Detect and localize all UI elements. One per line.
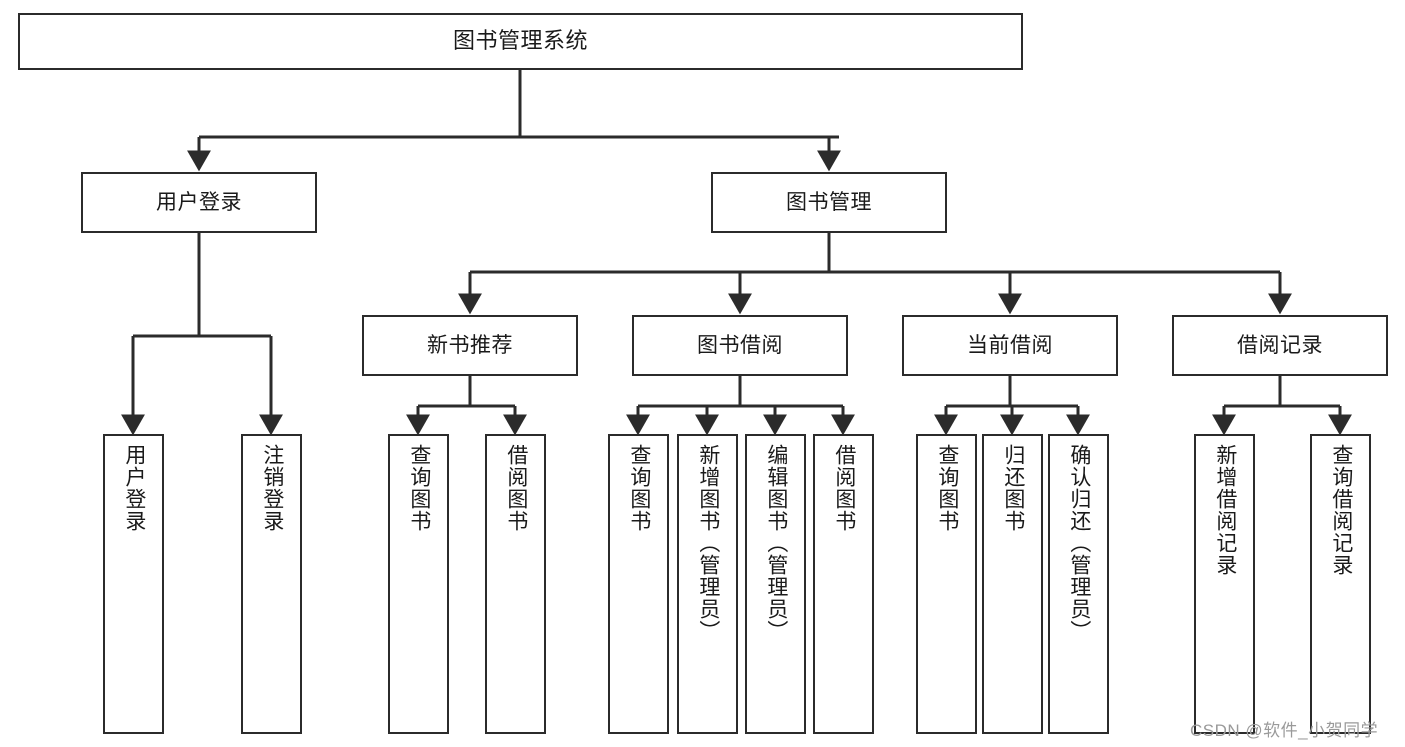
node-label: 查询图书 bbox=[407, 444, 431, 532]
node-book-management[interactable]: 图书管理 bbox=[711, 172, 947, 233]
node-label: 借阅记录 bbox=[1237, 333, 1323, 357]
node-label: 查询图书 bbox=[627, 444, 651, 532]
node-label: 确认归还（管理员） bbox=[1067, 444, 1091, 642]
leaf-user-login-login[interactable]: 用户登录 bbox=[103, 434, 164, 734]
node-root-system[interactable]: 图书管理系统 bbox=[18, 13, 1023, 70]
leaf-current-borrow-query[interactable]: 查询图书 bbox=[916, 434, 977, 734]
node-label: 借阅图书 bbox=[832, 444, 856, 532]
leaf-book-borrow-add[interactable]: 新增图书（管理员） bbox=[677, 434, 738, 734]
node-label: 新增借阅记录 bbox=[1213, 444, 1237, 576]
leaf-borrow-record-query[interactable]: 查询借阅记录 bbox=[1310, 434, 1371, 734]
node-label: 图书管理 bbox=[786, 190, 872, 214]
leaf-current-borrow-return[interactable]: 归还图书 bbox=[982, 434, 1043, 734]
node-label: 编辑图书（管理员） bbox=[764, 444, 788, 642]
leaf-book-borrow-query[interactable]: 查询图书 bbox=[608, 434, 669, 734]
leaf-borrow-record-add[interactable]: 新增借阅记录 bbox=[1194, 434, 1255, 734]
leaf-book-borrow-edit[interactable]: 编辑图书（管理员） bbox=[745, 434, 806, 734]
node-label: 借阅图书 bbox=[504, 444, 528, 532]
node-label: 注销登录 bbox=[260, 444, 284, 532]
node-label: 查询图书 bbox=[935, 444, 959, 532]
node-borrow-record[interactable]: 借阅记录 bbox=[1172, 315, 1388, 376]
node-user-login[interactable]: 用户登录 bbox=[81, 172, 317, 233]
node-label: 图书借阅 bbox=[697, 333, 783, 357]
node-label: 用户登录 bbox=[156, 190, 242, 214]
leaf-user-login-logout[interactable]: 注销登录 bbox=[241, 434, 302, 734]
leaf-current-borrow-confirm-return[interactable]: 确认归还（管理员） bbox=[1048, 434, 1109, 734]
node-label: 新增图书（管理员） bbox=[696, 444, 720, 642]
leaf-new-book-query[interactable]: 查询图书 bbox=[388, 434, 449, 734]
node-label: 用户登录 bbox=[122, 444, 146, 532]
node-label: 查询借阅记录 bbox=[1329, 444, 1353, 576]
node-current-borrow[interactable]: 当前借阅 bbox=[902, 315, 1118, 376]
node-book-borrow[interactable]: 图书借阅 bbox=[632, 315, 848, 376]
node-label: 图书管理系统 bbox=[452, 28, 588, 54]
leaf-book-borrow-borrow[interactable]: 借阅图书 bbox=[813, 434, 874, 734]
leaf-new-book-borrow[interactable]: 借阅图书 bbox=[485, 434, 546, 734]
node-label: 当前借阅 bbox=[967, 333, 1053, 357]
node-new-book-recommend[interactable]: 新书推荐 bbox=[362, 315, 578, 376]
node-label: 归还图书 bbox=[1001, 444, 1025, 532]
node-label: 新书推荐 bbox=[427, 333, 513, 357]
